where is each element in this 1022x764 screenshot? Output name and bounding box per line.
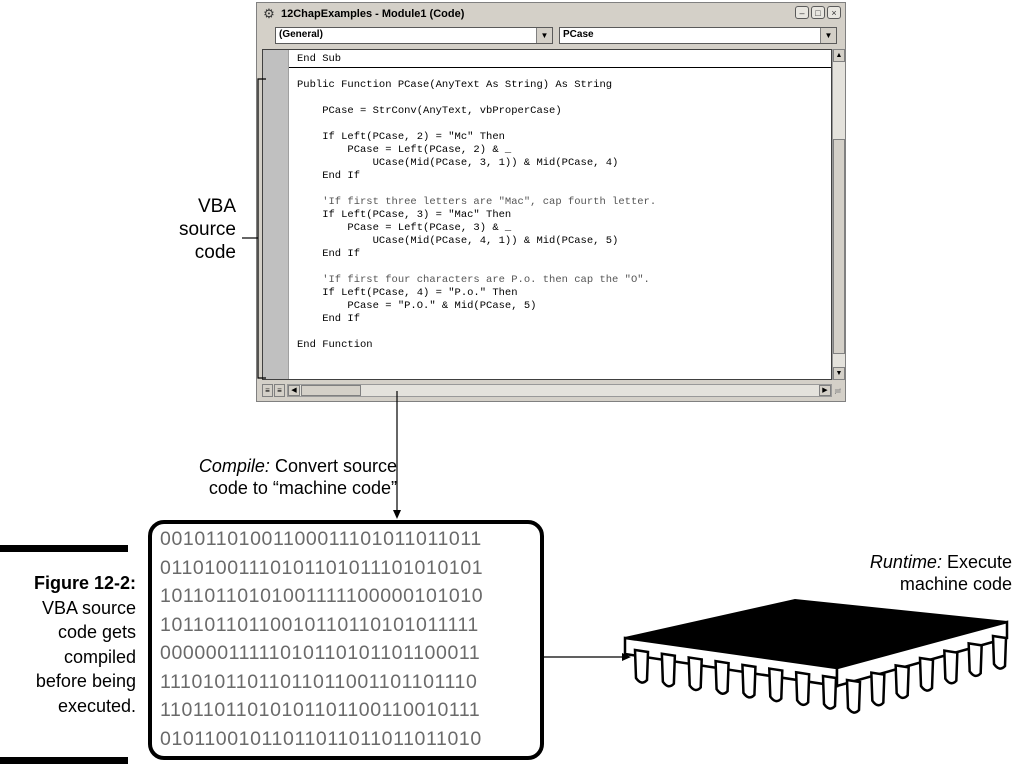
runtime-label-rest: Execute (941, 552, 1012, 572)
code-line[interactable]: PCase = Left(PCase, 2) & _ (347, 144, 512, 156)
code-line[interactable]: If Left(PCase, 4) = "P.o." Then (322, 287, 518, 299)
vba-source-code-label: VBA source code (140, 195, 236, 264)
code-line[interactable]: UCase(Mid(PCase, 4, 1)) & Mid(PCase, 5) (372, 235, 619, 247)
chip-pin (741, 663, 757, 699)
machine-code-line: 00101101001100011101011011011 (160, 528, 482, 550)
chip-pin (991, 634, 1008, 670)
machine-code-line: 10110110101001111100000101010 (160, 585, 484, 607)
code-line[interactable]: End If (322, 313, 361, 325)
compile-arrowhead (393, 510, 401, 519)
caption-line1: VBA source (41, 597, 136, 618)
source-bracket (257, 78, 266, 379)
chip-pin (870, 671, 886, 707)
code-line[interactable]: 'If first three letters are "Mac", cap f… (322, 196, 657, 208)
maximize-icon[interactable]: □ (811, 6, 825, 19)
chip-pin (714, 659, 730, 695)
chip-pin (660, 652, 677, 688)
caption-line3: compiled (63, 646, 136, 667)
compile-label: Compile: Convert source code to “machine… (157, 455, 397, 499)
vba-code-window: ⚙ 12ChapExamples - Module1 (Code) – □ × … (256, 2, 846, 402)
code-line[interactable]: If Left(PCase, 2) = "Mc" Then (322, 131, 505, 143)
vbe-module-icon: ⚙ (263, 6, 275, 21)
machine-code-line: 01011001011011011011011011010 (160, 727, 482, 750)
code-line[interactable]: Public Function PCase(AnyText As String)… (297, 79, 613, 91)
minimize-icon[interactable]: – (795, 6, 809, 19)
machine-code-line: 11011011010101101100110010111 (160, 699, 481, 721)
close-icon[interactable]: × (827, 6, 841, 19)
cpu-chip-icon (623, 598, 1009, 714)
chip-pin (794, 670, 811, 707)
horizontal-scrollbar[interactable]: ◀ ▶ (287, 384, 832, 397)
horizontal-scroll-thumb[interactable] (301, 385, 361, 396)
scroll-left-icon[interactable]: ◀ (288, 385, 300, 396)
machine-code-line: 01101001110101101011101010101 (160, 556, 484, 579)
compile-label-rest: Convert source (269, 456, 397, 476)
code-line[interactable]: End Sub (297, 53, 342, 65)
procedure-separator (289, 67, 831, 68)
vba-label-line2: source (178, 219, 236, 240)
object-dropdown-value: (General) (279, 29, 323, 40)
scroll-down-icon[interactable]: ▼ (833, 367, 845, 380)
caption-top-rule (0, 545, 128, 552)
vertical-scroll-thumb[interactable] (833, 139, 845, 354)
caption-line2: code gets (57, 622, 136, 642)
figure-number: Figure 12-2: (33, 573, 136, 593)
code-line[interactable]: PCase = StrConv(AnyText, vbProperCase) (322, 105, 562, 117)
caption-bottom-rule (0, 757, 128, 764)
code-line[interactable]: PCase = Left(PCase, 3) & _ (347, 222, 512, 234)
compile-label-line2: code to “machine code” (208, 478, 397, 498)
resize-grip-icon[interactable]: ≓ (834, 386, 842, 396)
chip-pin (845, 678, 862, 714)
chip-pin (767, 667, 784, 703)
vba-label-line1: VBA (197, 196, 236, 217)
compile-label-italic: Compile: (198, 456, 270, 476)
machine-code-line: 00000011111010110101101100011 (160, 642, 481, 664)
window-title-bar[interactable]: ⚙ 12ChapExamples - Module1 (Code) – □ × (259, 5, 843, 23)
chip-pin (967, 641, 983, 678)
runtime-label: Runtime: Execute machine code (812, 551, 1012, 595)
runtime-label-italic: Runtime: (869, 552, 942, 572)
procedure-dropdown[interactable]: PCase ▼ (559, 27, 837, 44)
figure-caption: Figure 12-2: VBA source code gets compil… (0, 571, 136, 718)
chevron-down-icon[interactable]: ▼ (536, 28, 552, 43)
vertical-scrollbar[interactable]: ▲ ▼ (832, 49, 845, 380)
vba-label-line3: code (194, 242, 236, 263)
window-title: 12ChapExamples - Module1 (Code) (281, 8, 465, 20)
code-line[interactable]: End Function (297, 339, 373, 351)
chip-pin (943, 649, 959, 685)
code-line[interactable]: If Left(PCase, 3) = "Mac" Then (322, 209, 512, 221)
margin-indicator-bar[interactable] (263, 50, 289, 379)
machine-code-line: 11101011011011011001101101110 (160, 670, 478, 693)
scroll-up-icon[interactable]: ▲ (833, 49, 845, 62)
code-line[interactable]: End If (322, 248, 361, 260)
scroll-right-icon[interactable]: ▶ (819, 385, 831, 396)
object-dropdown[interactable]: (General) ▼ (275, 27, 553, 44)
runtime-label-line2: machine code (899, 574, 1012, 594)
caption-line4: before being (35, 671, 136, 691)
chip-pin (821, 674, 838, 710)
code-line[interactable]: UCase(Mid(PCase, 3, 1)) & Mid(PCase, 4) (372, 157, 619, 169)
chip-pin (633, 648, 650, 684)
full-module-view-icon[interactable]: ≡ (274, 384, 285, 397)
machine-code-line: 10110110110010110110101011111 (160, 613, 479, 636)
chevron-down-icon[interactable]: ▼ (820, 28, 836, 43)
chip-pin (918, 656, 935, 692)
chip-pin (687, 655, 704, 692)
code-line[interactable]: End If (322, 170, 361, 182)
procedure-dropdown-value: PCase (563, 29, 594, 40)
caption-line5: executed. (57, 695, 136, 716)
chip-pin (894, 663, 910, 700)
code-line[interactable]: 'If first four characters are P.o. then … (322, 274, 650, 286)
code-line[interactable]: PCase = "P.O." & Mid(PCase, 5) (347, 300, 537, 312)
machine-code-box: 00101101001100011101011011011 01101001110… (148, 520, 544, 760)
code-text[interactable]: End Sub Public Function PCase(AnyText As… (297, 53, 656, 352)
code-pane[interactable]: End Sub Public Function PCase(AnyText As… (262, 49, 832, 380)
procedure-view-icon[interactable]: ≡ (262, 384, 273, 397)
